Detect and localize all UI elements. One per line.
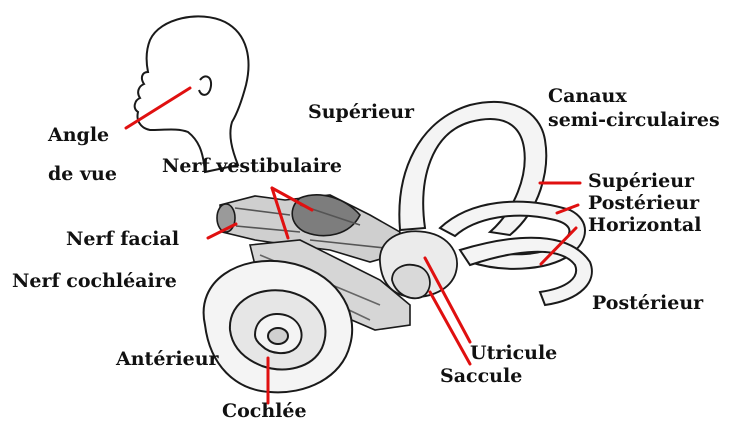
head-silhouette-icon [135, 16, 249, 172]
label-canal-posterieur: Postérieur [588, 193, 699, 214]
label-angle-line1: Angle [48, 125, 109, 146]
label-posterieur: Postérieur [592, 293, 703, 314]
label-canaux-line1: Canaux [548, 86, 627, 107]
label-utricule: Utricule [470, 343, 557, 364]
label-canal-horizontal: Horizontal [588, 215, 701, 236]
label-nerf-facial: Nerf facial [66, 229, 179, 250]
vestibule [380, 231, 457, 298]
label-saccule: Saccule [440, 366, 522, 387]
label-canaux-line2: semi-circulaires [548, 110, 720, 131]
label-superieur-top: Supérieur [308, 102, 414, 123]
label-nerf-vestibulaire: Nerf vestibulaire [162, 156, 342, 177]
label-angle-line2: de vue [48, 164, 117, 185]
label-canal-superieur: Supérieur [588, 171, 694, 192]
label-anterieur: Antérieur [116, 349, 219, 370]
label-cochlee: Cochlée [222, 401, 307, 422]
label-nerf-cochleaire: Nerf cochléaire [12, 271, 177, 292]
